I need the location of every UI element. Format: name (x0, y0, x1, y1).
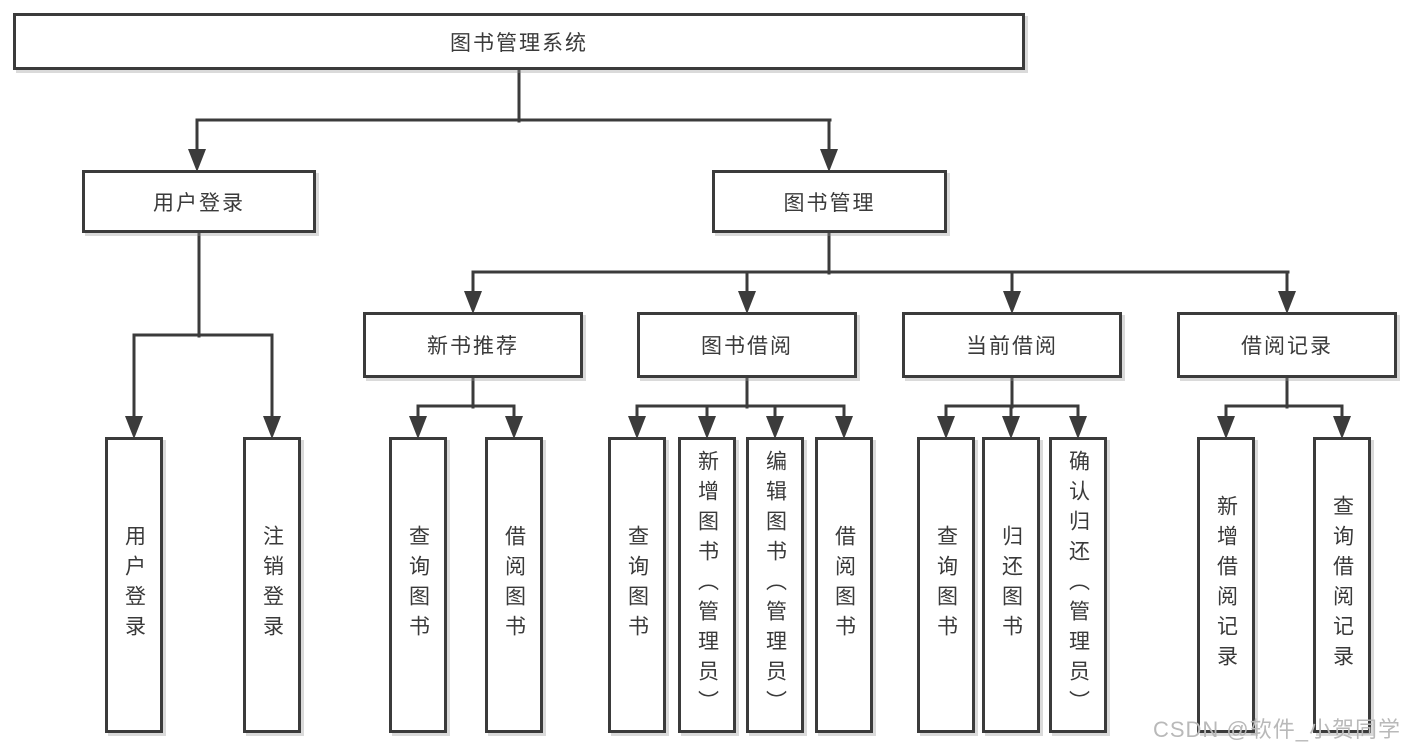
leaf-borrow-books-recommend-label: 借阅图书 (502, 525, 526, 645)
node-borrow-records-label: 借阅记录 (1241, 335, 1333, 358)
leaf-query-borrow-record-label: 查询借阅记录 (1330, 495, 1354, 675)
leaf-borrow-books-recommend: 借阅图书 (485, 437, 543, 733)
node-current-borrow: 当前借阅 (902, 312, 1122, 378)
leaf-user-login: 用户登录 (105, 437, 163, 733)
leaf-logout: 注销登录 (243, 437, 301, 733)
leaf-query-books-recommend-label: 查询图书 (406, 525, 430, 645)
node-current-borrow-label: 当前借阅 (966, 335, 1058, 358)
node-user-login: 用户登录 (82, 170, 316, 233)
leaf-borrow-books-borrow-label: 借阅图书 (832, 525, 856, 645)
leaf-query-books-borrow-label: 查询图书 (625, 525, 649, 645)
node-borrow-records: 借阅记录 (1177, 312, 1397, 378)
leaf-query-borrow-record: 查询借阅记录 (1313, 437, 1371, 733)
node-root-label: 图书管理系统 (450, 31, 588, 55)
leaf-confirm-return-admin: 确认归还（管理员） (1049, 437, 1107, 733)
node-book-borrow-label: 图书借阅 (701, 335, 793, 358)
leaf-user-login-label: 用户登录 (122, 525, 146, 645)
leaf-edit-book-admin-label: 编辑图书（管理员） (763, 450, 787, 720)
node-new-book-recommend-label: 新书推荐 (427, 335, 519, 358)
leaf-borrow-books-borrow: 借阅图书 (815, 437, 873, 733)
leaf-logout-label: 注销登录 (260, 525, 284, 645)
leaf-query-books-borrow: 查询图书 (608, 437, 666, 733)
leaf-edit-book-admin: 编辑图书（管理员） (746, 437, 804, 733)
leaf-query-books-recommend: 查询图书 (389, 437, 447, 733)
node-book-borrow: 图书借阅 (637, 312, 857, 378)
leaf-add-borrow-record-label: 新增借阅记录 (1214, 495, 1238, 675)
node-root: 图书管理系统 (13, 13, 1025, 70)
leaf-add-book-admin: 新增图书（管理员） (678, 437, 736, 733)
leaf-return-book: 归还图书 (982, 437, 1040, 733)
node-book-management: 图书管理 (712, 170, 947, 233)
leaf-add-borrow-record: 新增借阅记录 (1197, 437, 1255, 733)
leaf-confirm-return-admin-label: 确认归还（管理员） (1066, 450, 1090, 720)
node-new-book-recommend: 新书推荐 (363, 312, 583, 378)
watermark: CSDN @软件_小贺同学 (1152, 717, 1401, 742)
leaf-return-book-label: 归还图书 (999, 525, 1023, 645)
leaf-query-books-current-label: 查询图书 (934, 525, 958, 645)
node-user-login-label: 用户登录 (153, 191, 245, 215)
leaf-query-books-current: 查询图书 (917, 437, 975, 733)
node-book-management-label: 图书管理 (783, 191, 876, 215)
leaf-add-book-admin-label: 新增图书（管理员） (695, 450, 719, 720)
